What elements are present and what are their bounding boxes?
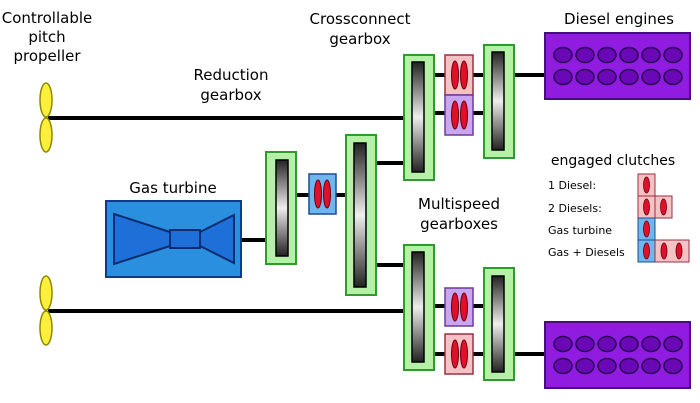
lower-engine-cylinder-icon bbox=[663, 357, 683, 375]
legend-row-1-label: 1 Diesel: bbox=[548, 179, 596, 192]
legend-row-2-clutch-icon bbox=[637, 195, 673, 219]
reduction-gearbox bbox=[265, 151, 297, 265]
lower-engine-cylinder-icon bbox=[597, 357, 617, 375]
turbine-clutch-icon bbox=[308, 173, 337, 215]
lower-engine-cylinder-icon bbox=[575, 335, 595, 353]
lower-multispeed-gearbox-left bbox=[403, 244, 435, 371]
reduction-gearbox-label-line2: gearbox bbox=[200, 86, 261, 104]
upper-engine-cylinder-icon bbox=[553, 68, 573, 86]
legend-row-4-label: Gas + Diesels bbox=[548, 246, 625, 259]
lower-propeller-icon bbox=[39, 275, 53, 346]
upper-multispeed-gearbox-left bbox=[403, 54, 435, 181]
legend-title: engaged clutches bbox=[551, 153, 675, 169]
lower-engine-cylinder-icon bbox=[553, 357, 573, 375]
lower-engine-cylinder-icon bbox=[619, 357, 639, 375]
propeller-label-line2: pitch bbox=[28, 28, 65, 46]
gas-turbine-label: Gas turbine bbox=[129, 179, 216, 197]
lower-engine-cylinder-icon bbox=[597, 335, 617, 353]
upper-propeller-icon bbox=[39, 82, 53, 153]
upper-diesel-clutch-icon bbox=[444, 54, 474, 96]
legend-row-4-clutch-icon bbox=[637, 239, 690, 263]
crossconnect-gearbox-label-line2: gearbox bbox=[329, 30, 390, 48]
upper-multispeed-gearbox-right bbox=[483, 44, 515, 159]
crossconnect-gearbox bbox=[345, 134, 377, 296]
upper-engine-cylinder-icon bbox=[663, 46, 683, 64]
upper-engine-cylinder-icon bbox=[597, 46, 617, 64]
upper-engine-cylinder-icon bbox=[663, 68, 683, 86]
upper-engine-cylinder-icon bbox=[619, 68, 639, 86]
upper-engine-cylinder-icon bbox=[553, 46, 573, 64]
legend-row-3-label: Gas turbine bbox=[548, 224, 612, 237]
labels: Controllable pitch propeller Reduction g… bbox=[2, 9, 674, 233]
propeller-label-line3: propeller bbox=[13, 47, 81, 65]
lower-engine-cylinder-icon bbox=[641, 335, 661, 353]
lower-engine-cylinder-icon bbox=[553, 335, 573, 353]
crossconnect-gearbox-label-line1: Crossconnect bbox=[310, 10, 411, 28]
lower-engine-cylinder-icon bbox=[575, 357, 595, 375]
clutch-legend: engaged clutches 1 Diesel: 2 Diesels: Ga… bbox=[548, 153, 690, 263]
lower-engine-cylinder-icon bbox=[641, 357, 661, 375]
lower-engine-cylinder-icon bbox=[619, 335, 639, 353]
upper-engine-cylinder-icon bbox=[575, 46, 595, 64]
lower-diesel-clutch-icon bbox=[444, 333, 474, 375]
lower-multispeed-gearbox-right bbox=[483, 267, 515, 381]
gas-turbine-icon bbox=[105, 200, 242, 278]
multispeed-gearboxes-label-line1: Multispeed bbox=[418, 195, 500, 213]
upper-engine-cylinder-icon bbox=[575, 68, 595, 86]
reduction-gearbox-label-line1: Reduction bbox=[194, 66, 269, 84]
diesel-engines-label: Diesel engines bbox=[564, 10, 674, 28]
lower-engine-cylinder-icon bbox=[663, 335, 683, 353]
upper-engine-cylinder-icon bbox=[641, 46, 661, 64]
legend-row-2-label: 2 Diesels: bbox=[548, 202, 602, 215]
lower-diesel-engine-icon bbox=[544, 321, 691, 389]
upper-engine-cylinder-icon bbox=[597, 68, 617, 86]
legend-row-3-clutch-icon bbox=[637, 217, 656, 241]
upper-engine-cylinder-icon bbox=[641, 68, 661, 86]
upper-crossconnect-clutch-icon bbox=[444, 94, 474, 136]
propeller-label-line1: Controllable bbox=[2, 9, 93, 27]
legend-row-1-clutch-icon bbox=[637, 173, 656, 197]
upper-diesel-engine-icon bbox=[544, 32, 691, 100]
lower-crossconnect-clutch-icon bbox=[444, 287, 474, 327]
multispeed-gearboxes-label-line2: gearboxes bbox=[420, 215, 498, 233]
upper-engine-cylinder-icon bbox=[619, 46, 639, 64]
